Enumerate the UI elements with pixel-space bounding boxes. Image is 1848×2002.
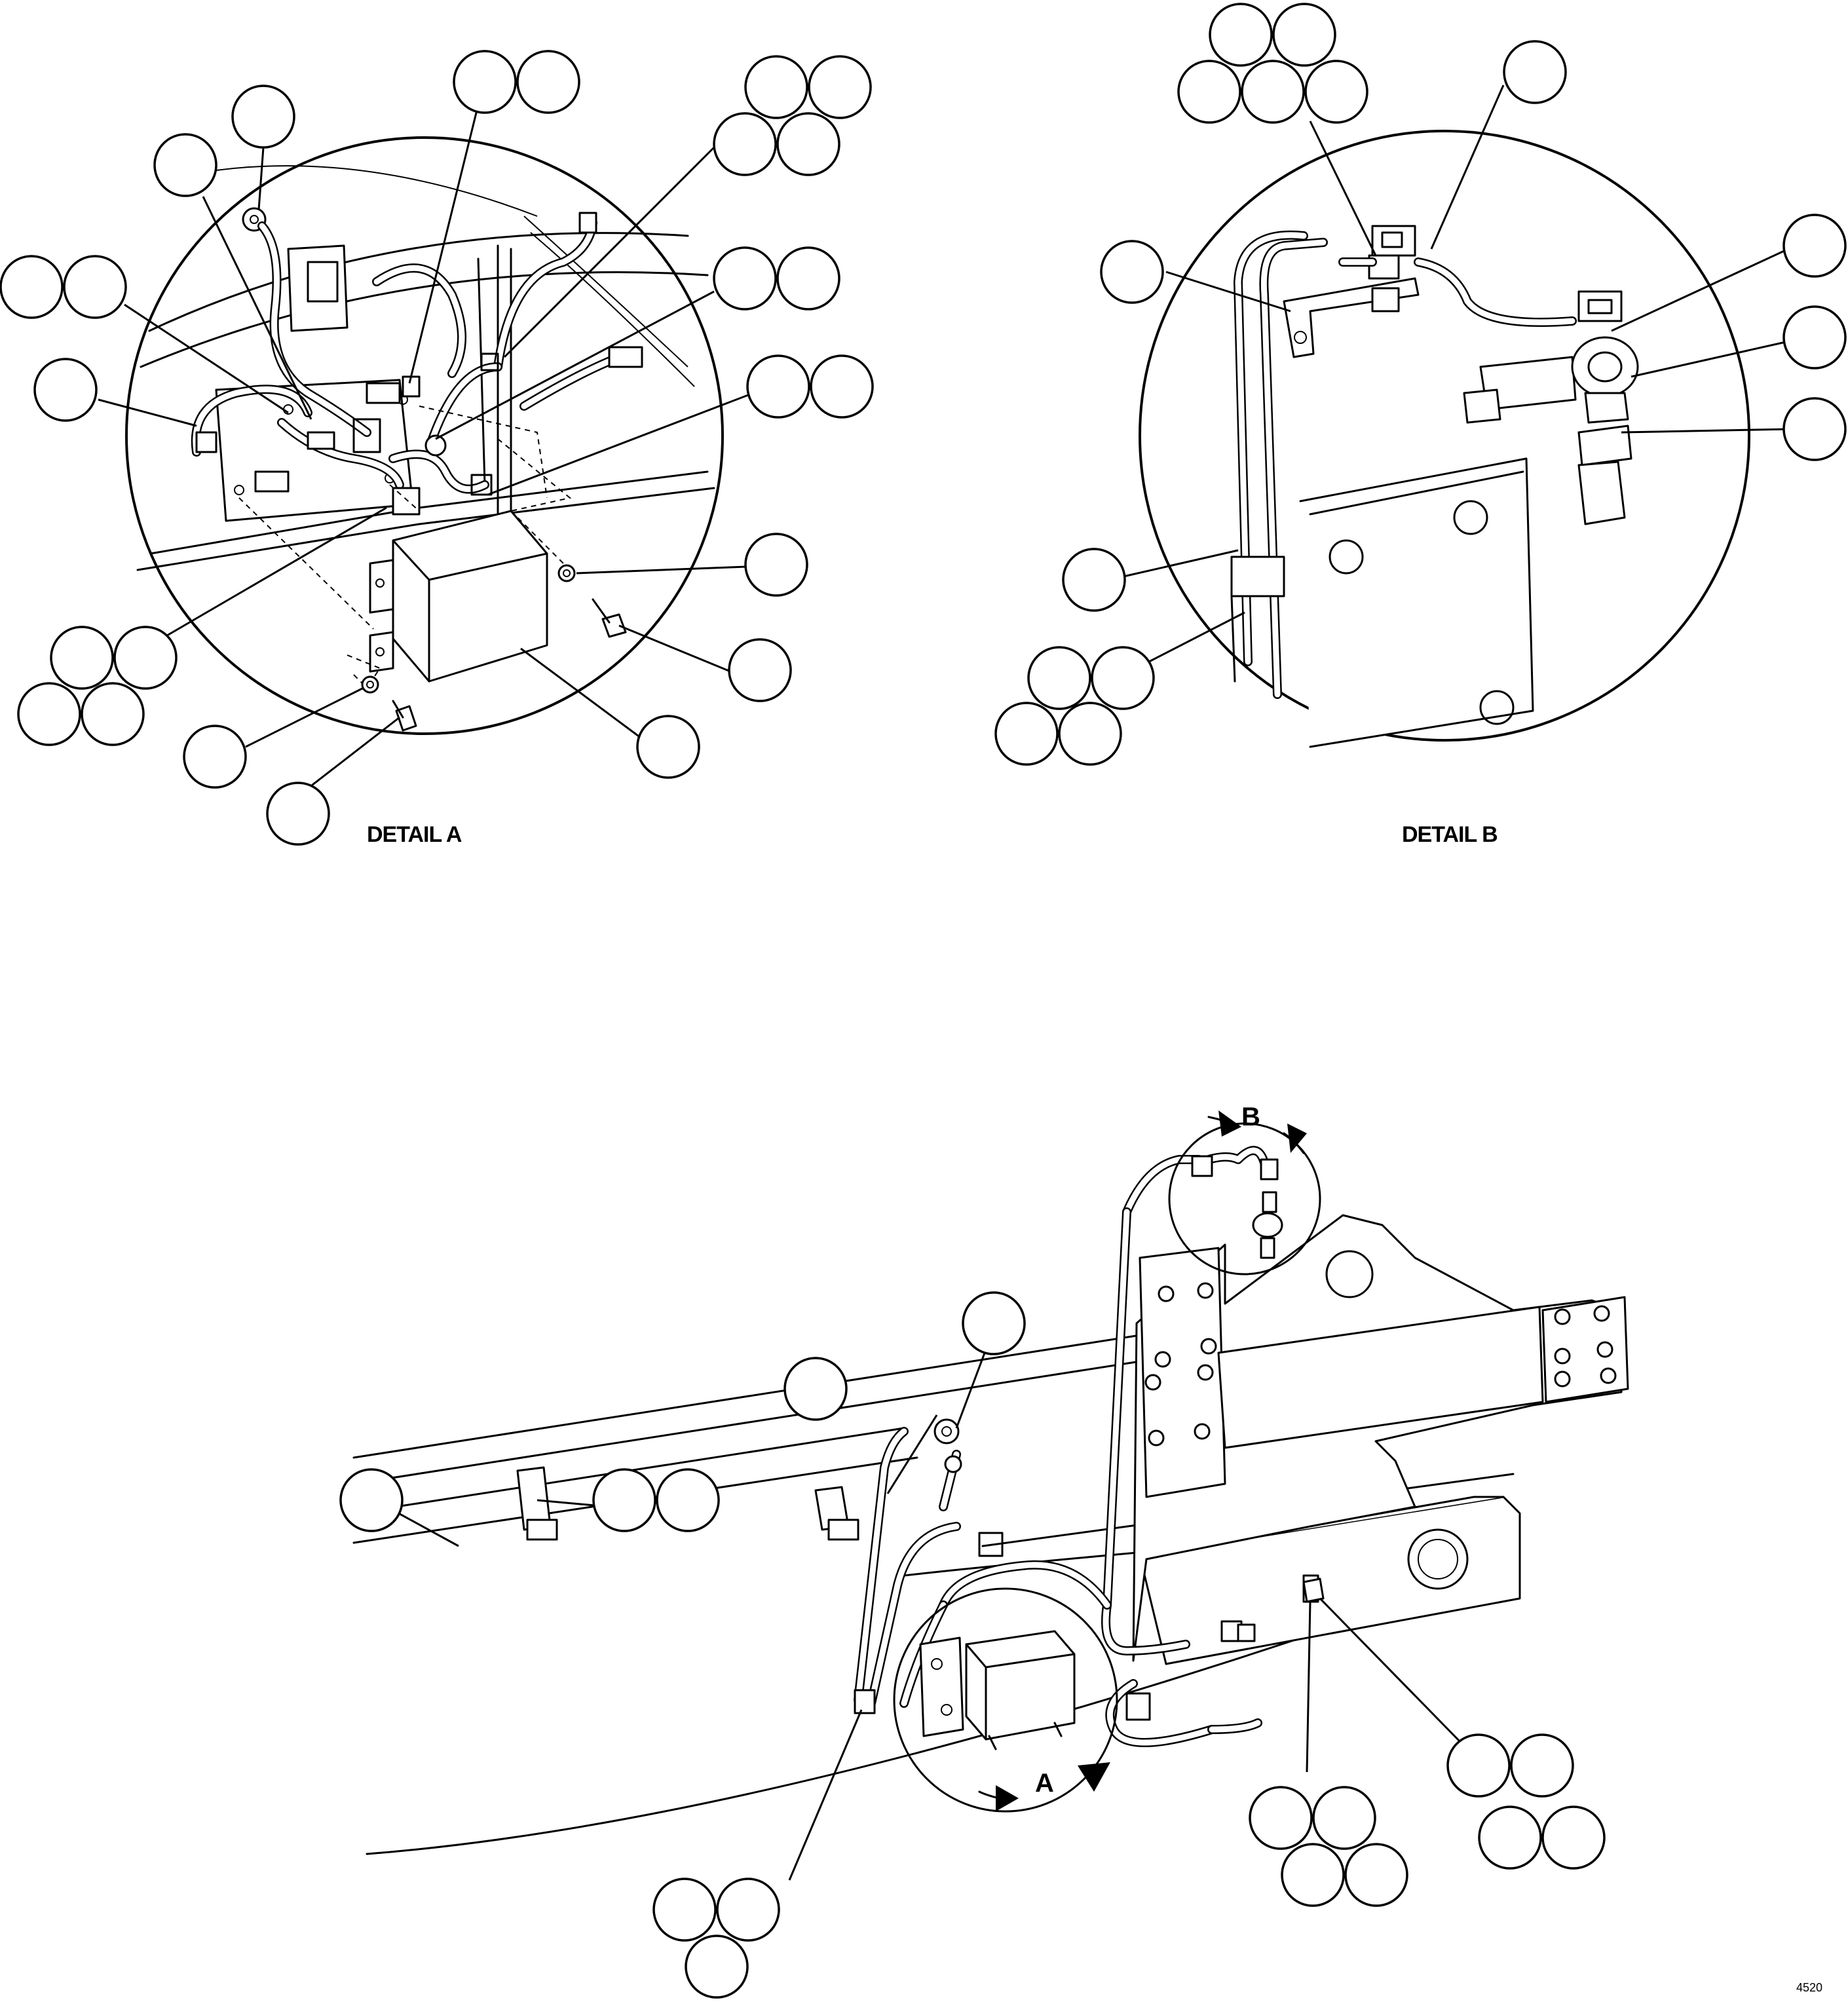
detail-b-view bbox=[1123, 85, 1792, 748]
main-assembly-view bbox=[352, 1110, 1629, 1881]
view-b-letter: B bbox=[1241, 1103, 1260, 1131]
view-a-letter: A bbox=[1035, 1769, 1054, 1798]
detail-a-view bbox=[98, 104, 754, 797]
figure-id: 4520 bbox=[1796, 1981, 1822, 1994]
callout-balloons bbox=[0, 3, 1847, 1999]
detail-b-caption: DETAIL B bbox=[1402, 822, 1498, 847]
detail-a-caption: DETAIL A bbox=[367, 822, 462, 847]
bolt-heads bbox=[1144, 1282, 1617, 1446]
